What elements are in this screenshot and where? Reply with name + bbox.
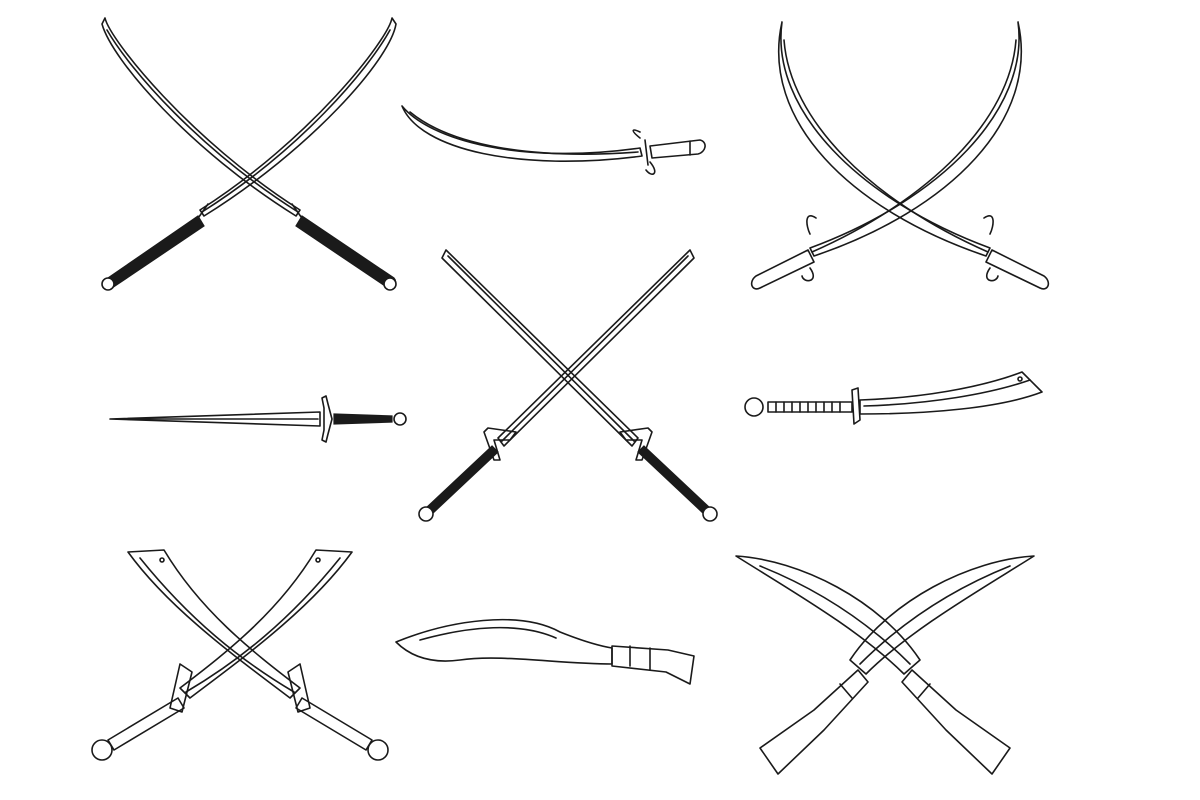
- dao-sword: [744, 371, 1043, 425]
- crossed-claymores: [418, 249, 718, 522]
- crossed-scimitars: [750, 21, 1050, 290]
- crossed-kukris: [735, 555, 1035, 775]
- shamshir: [401, 105, 706, 175]
- crossed-katanas: [101, 17, 397, 291]
- kukri: [395, 618, 695, 685]
- longsword: [109, 395, 407, 443]
- crossed-falchions: [91, 549, 389, 761]
